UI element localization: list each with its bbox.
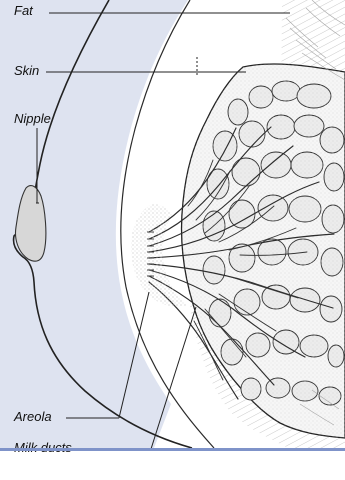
footer-accent-rule: [0, 448, 345, 451]
breast-anatomy-diagram: [0, 0, 345, 448]
